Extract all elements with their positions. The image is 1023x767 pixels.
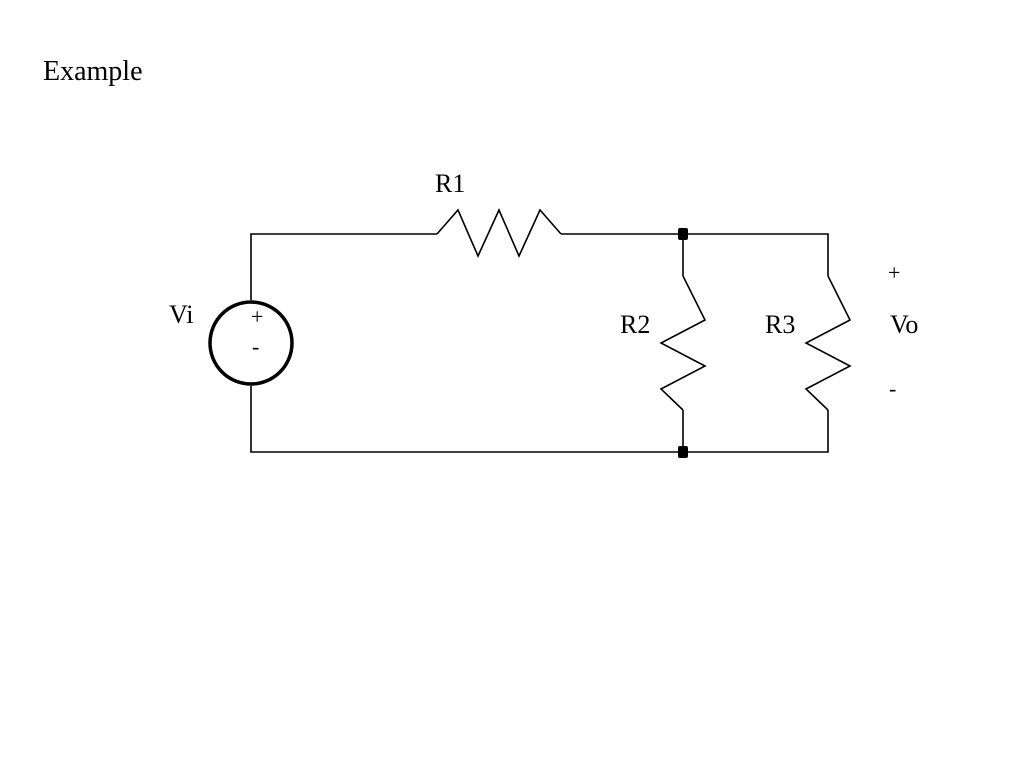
- label-r3: R3: [765, 310, 795, 339]
- output-plus-sign: +: [888, 260, 900, 285]
- label-vo: Vo: [890, 310, 918, 339]
- junction-dot-bottom: [678, 446, 688, 458]
- wire-bottom: [250, 386, 829, 453]
- resistor-r2: [659, 275, 707, 411]
- wire-left-top: [250, 233, 437, 300]
- output-minus-sign: -: [889, 376, 896, 401]
- voltage-source-icon: [208, 300, 294, 386]
- label-r1: R1: [435, 169, 465, 198]
- label-vi: Vi: [169, 300, 193, 329]
- junction-dot-top: [678, 228, 688, 240]
- slide-title: Example: [43, 56, 143, 87]
- source-minus-sign: -: [252, 334, 259, 359]
- source-plus-sign: +: [251, 304, 263, 329]
- resistor-r3: [804, 275, 852, 411]
- label-r2: R2: [620, 310, 650, 339]
- wire-top-middle: [561, 233, 829, 276]
- resistor-r1: [436, 208, 562, 258]
- wires: [250, 233, 829, 453]
